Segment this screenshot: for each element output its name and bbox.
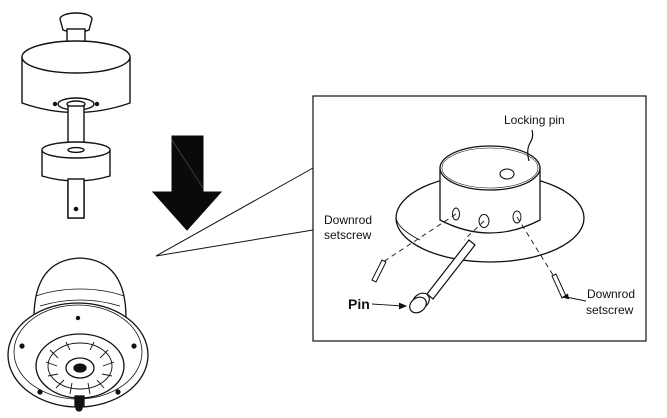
flange-edge bbox=[395, 217, 421, 241]
label-downrod-setscrew-right-2: setscrew bbox=[586, 303, 634, 317]
label-downrod-setscrew-left-2: setscrew bbox=[324, 228, 372, 242]
locking-pin-hole bbox=[499, 168, 515, 180]
downrod-setscrew-left bbox=[371, 259, 387, 283]
callout-lines bbox=[155, 167, 314, 257]
fan-motor-housing bbox=[7, 257, 149, 412]
label-downrod-setscrew-left-1: Downrod bbox=[324, 213, 372, 227]
clevis-pin bbox=[409, 239, 476, 314]
downrod-hole bbox=[73, 206, 79, 212]
hanger-neck bbox=[66, 28, 86, 43]
detail-panel: Locking pin Downrod setscrew Downrod set… bbox=[312, 95, 647, 342]
dome-line bbox=[39, 299, 121, 307]
canopy-top bbox=[21, 40, 131, 74]
downrod-lower bbox=[67, 178, 85, 219]
motor-hub-ring bbox=[47, 342, 113, 390]
dome-line bbox=[35, 288, 125, 297]
label-locking-pin: Locking pin bbox=[504, 113, 565, 127]
locking-pin-wire bbox=[527, 129, 534, 162]
guide-lines bbox=[382, 213, 554, 276]
motor-center-bolt bbox=[73, 363, 87, 373]
canopy-screw bbox=[52, 101, 58, 107]
coupling-cover-hole bbox=[67, 146, 85, 154]
label-pointers bbox=[371, 293, 587, 310]
label-pin: Pin bbox=[348, 296, 370, 312]
motor-stem-nut bbox=[75, 404, 83, 412]
flange-bolts bbox=[19, 315, 137, 395]
canopy-downrod-assembly bbox=[21, 12, 131, 219]
coupler-collar-top bbox=[439, 145, 541, 191]
coupler-collar-rim bbox=[441, 147, 539, 189]
label-downrod-setscrew-right-1: Downrod bbox=[587, 287, 635, 301]
canopy-screw bbox=[94, 101, 100, 107]
motor-ribs bbox=[45, 341, 115, 395]
down-arrow bbox=[151, 135, 223, 231]
